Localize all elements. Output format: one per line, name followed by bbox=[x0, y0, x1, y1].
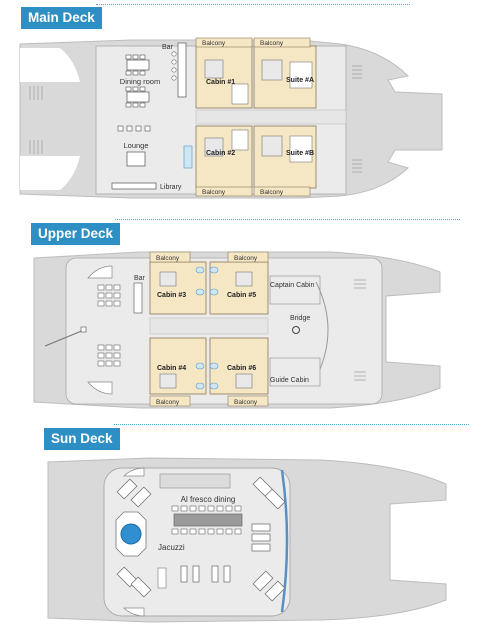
guide-cabin-label: Guide Cabin bbox=[270, 377, 309, 384]
upper-deck-stairs-top bbox=[87, 265, 113, 279]
upper-deck-stairs-bottom bbox=[87, 381, 113, 395]
upper-deck-crane-base bbox=[80, 326, 87, 333]
dining-table-1 bbox=[126, 59, 150, 71]
lounge: Lounge Library bbox=[111, 125, 182, 191]
upper-bar-label: Bar bbox=[134, 275, 146, 282]
cabin-3-balcony bbox=[149, 251, 191, 263]
alfresco-dining-label: Al fresco dining bbox=[181, 495, 236, 504]
bridge-helm bbox=[292, 326, 300, 334]
main-deck-divider bbox=[96, 4, 410, 5]
cabin-5-room bbox=[209, 261, 269, 315]
main-deck-stern-notch-top bbox=[20, 48, 80, 82]
bridge-label: Bridge bbox=[290, 315, 310, 322]
cabin-3-label: Cabin #3 bbox=[157, 292, 186, 299]
cabin-6-balcony bbox=[227, 395, 269, 407]
upper-deck-divider bbox=[115, 219, 460, 220]
library-label: Library bbox=[160, 184, 182, 191]
suite-b-bathroom bbox=[289, 135, 313, 163]
suite-a-bathroom bbox=[289, 61, 313, 89]
main-deck-bow-stairs bbox=[352, 65, 362, 173]
main-deck-stern-stairs-top bbox=[29, 86, 43, 100]
main-deck-stern-notch-bottom bbox=[20, 156, 80, 190]
main-deck-stairwell bbox=[183, 145, 193, 169]
cabin-6-bed bbox=[235, 373, 253, 389]
cabin-4-balcony bbox=[149, 395, 191, 407]
cabin-3-room bbox=[149, 261, 207, 315]
cabin-1-bathroom bbox=[231, 83, 249, 105]
lounge-label: Lounge bbox=[123, 141, 148, 150]
cabin-3-balcony-label: Balcony bbox=[156, 255, 180, 262]
cabin-2-bed bbox=[204, 137, 224, 157]
cabin-6-label: Cabin #6 bbox=[227, 365, 256, 372]
dining-room-label: Dining room bbox=[120, 77, 160, 86]
sun-deck-title: Sun Deck bbox=[44, 428, 120, 450]
main-deck-title: Main Deck bbox=[21, 7, 102, 29]
upper-bar-counter bbox=[133, 282, 143, 314]
main-bar-label: Bar bbox=[162, 44, 174, 51]
sun-deck-hatch bbox=[157, 567, 167, 589]
cabin-5-balcony-label: Balcony bbox=[234, 255, 258, 262]
main-bar: Bar bbox=[162, 42, 187, 98]
suite-a-label: Suite #A bbox=[286, 77, 314, 84]
cabin-4-bed bbox=[159, 373, 177, 389]
jacuzzi-label: Jacuzzi bbox=[158, 543, 185, 552]
sun-deck-bow-edge bbox=[280, 469, 289, 613]
cabin-4-balcony-label: Balcony bbox=[156, 399, 180, 406]
upper-deck-title: Upper Deck bbox=[31, 223, 121, 245]
lounge-sofa bbox=[111, 182, 157, 190]
suite-a-balcony-label: Balcony bbox=[260, 40, 284, 47]
suite-b-balcony-label: Balcony bbox=[260, 189, 284, 196]
cabin-4-label: Cabin #4 bbox=[157, 365, 186, 372]
sun-deck-floor bbox=[103, 467, 291, 617]
bridge-console bbox=[315, 281, 329, 379]
cabin-2-bathroom bbox=[231, 129, 249, 151]
sun-deck-stairs-bottom bbox=[123, 607, 145, 617]
cabin-3-bed bbox=[159, 271, 177, 287]
sun-deck-loungers bbox=[116, 476, 286, 602]
lounge-table bbox=[126, 151, 146, 167]
cabin-2-balcony bbox=[195, 186, 253, 197]
cabin-1-balcony bbox=[195, 37, 253, 48]
sun-deck-plan: Al fresco dining Jacuzzi bbox=[47, 457, 447, 623]
cabin-5-bed bbox=[235, 271, 253, 287]
upper-deck-cabins: Balcony Balcony Balcony Balcony Cabin #3… bbox=[149, 251, 269, 407]
jacuzzi-water bbox=[120, 523, 142, 545]
main-deck-stern-stairs-bottom bbox=[29, 140, 43, 154]
cabin-6-balcony-label: Balcony bbox=[234, 399, 258, 406]
captain-cabin-room bbox=[269, 275, 321, 305]
jacuzzi: Jacuzzi bbox=[115, 511, 185, 557]
upper-deck-corridor bbox=[149, 317, 269, 335]
upper-deck-crane-arm bbox=[44, 329, 85, 347]
suite-b-balcony bbox=[253, 186, 311, 197]
guide-cabin-room bbox=[269, 357, 321, 387]
cabin-1-bed bbox=[204, 59, 224, 79]
dining-room: Dining room bbox=[120, 54, 160, 108]
suite-b-label: Suite #B bbox=[286, 150, 314, 157]
upper-deck-plan: Bar Balcony Balcony Balcony Balcony bbox=[33, 251, 441, 409]
upper-deck-bow-stairs bbox=[354, 279, 366, 381]
cabin-1-balcony-label: Balcony bbox=[202, 40, 226, 47]
cabin-1-label: Cabin #1 bbox=[206, 79, 235, 86]
upper-deck-sinks bbox=[195, 266, 219, 390]
suite-a-bed bbox=[261, 59, 283, 81]
sun-deck-divider bbox=[114, 424, 469, 425]
suite-a-balcony bbox=[253, 37, 311, 48]
cabin-5-label: Cabin #5 bbox=[227, 292, 256, 299]
cabin-2-balcony-label: Balcony bbox=[202, 189, 226, 196]
main-deck-plan: Dining room Bar Lounge Library bbox=[19, 37, 443, 199]
alfresco-dining-table bbox=[173, 513, 243, 527]
captain-cabin-label: Captain Cabin bbox=[270, 282, 314, 289]
main-deck-corridor bbox=[195, 109, 347, 125]
alfresco-dining-chairs bbox=[171, 505, 242, 535]
cabin-5-balcony bbox=[227, 251, 269, 263]
cabin-2-label: Cabin #2 bbox=[206, 150, 235, 157]
upper-deck-stern-seating bbox=[97, 284, 121, 367]
sun-deck-stairs-top bbox=[123, 467, 145, 477]
dining-table-2 bbox=[126, 91, 150, 103]
sun-deck-bar-top bbox=[159, 473, 231, 489]
main-bar-counter bbox=[177, 42, 187, 98]
suite-b-bed bbox=[261, 135, 283, 157]
main-deck-cabins: Balcony Balcony Balcony Balcony Cabin #1… bbox=[195, 37, 317, 197]
